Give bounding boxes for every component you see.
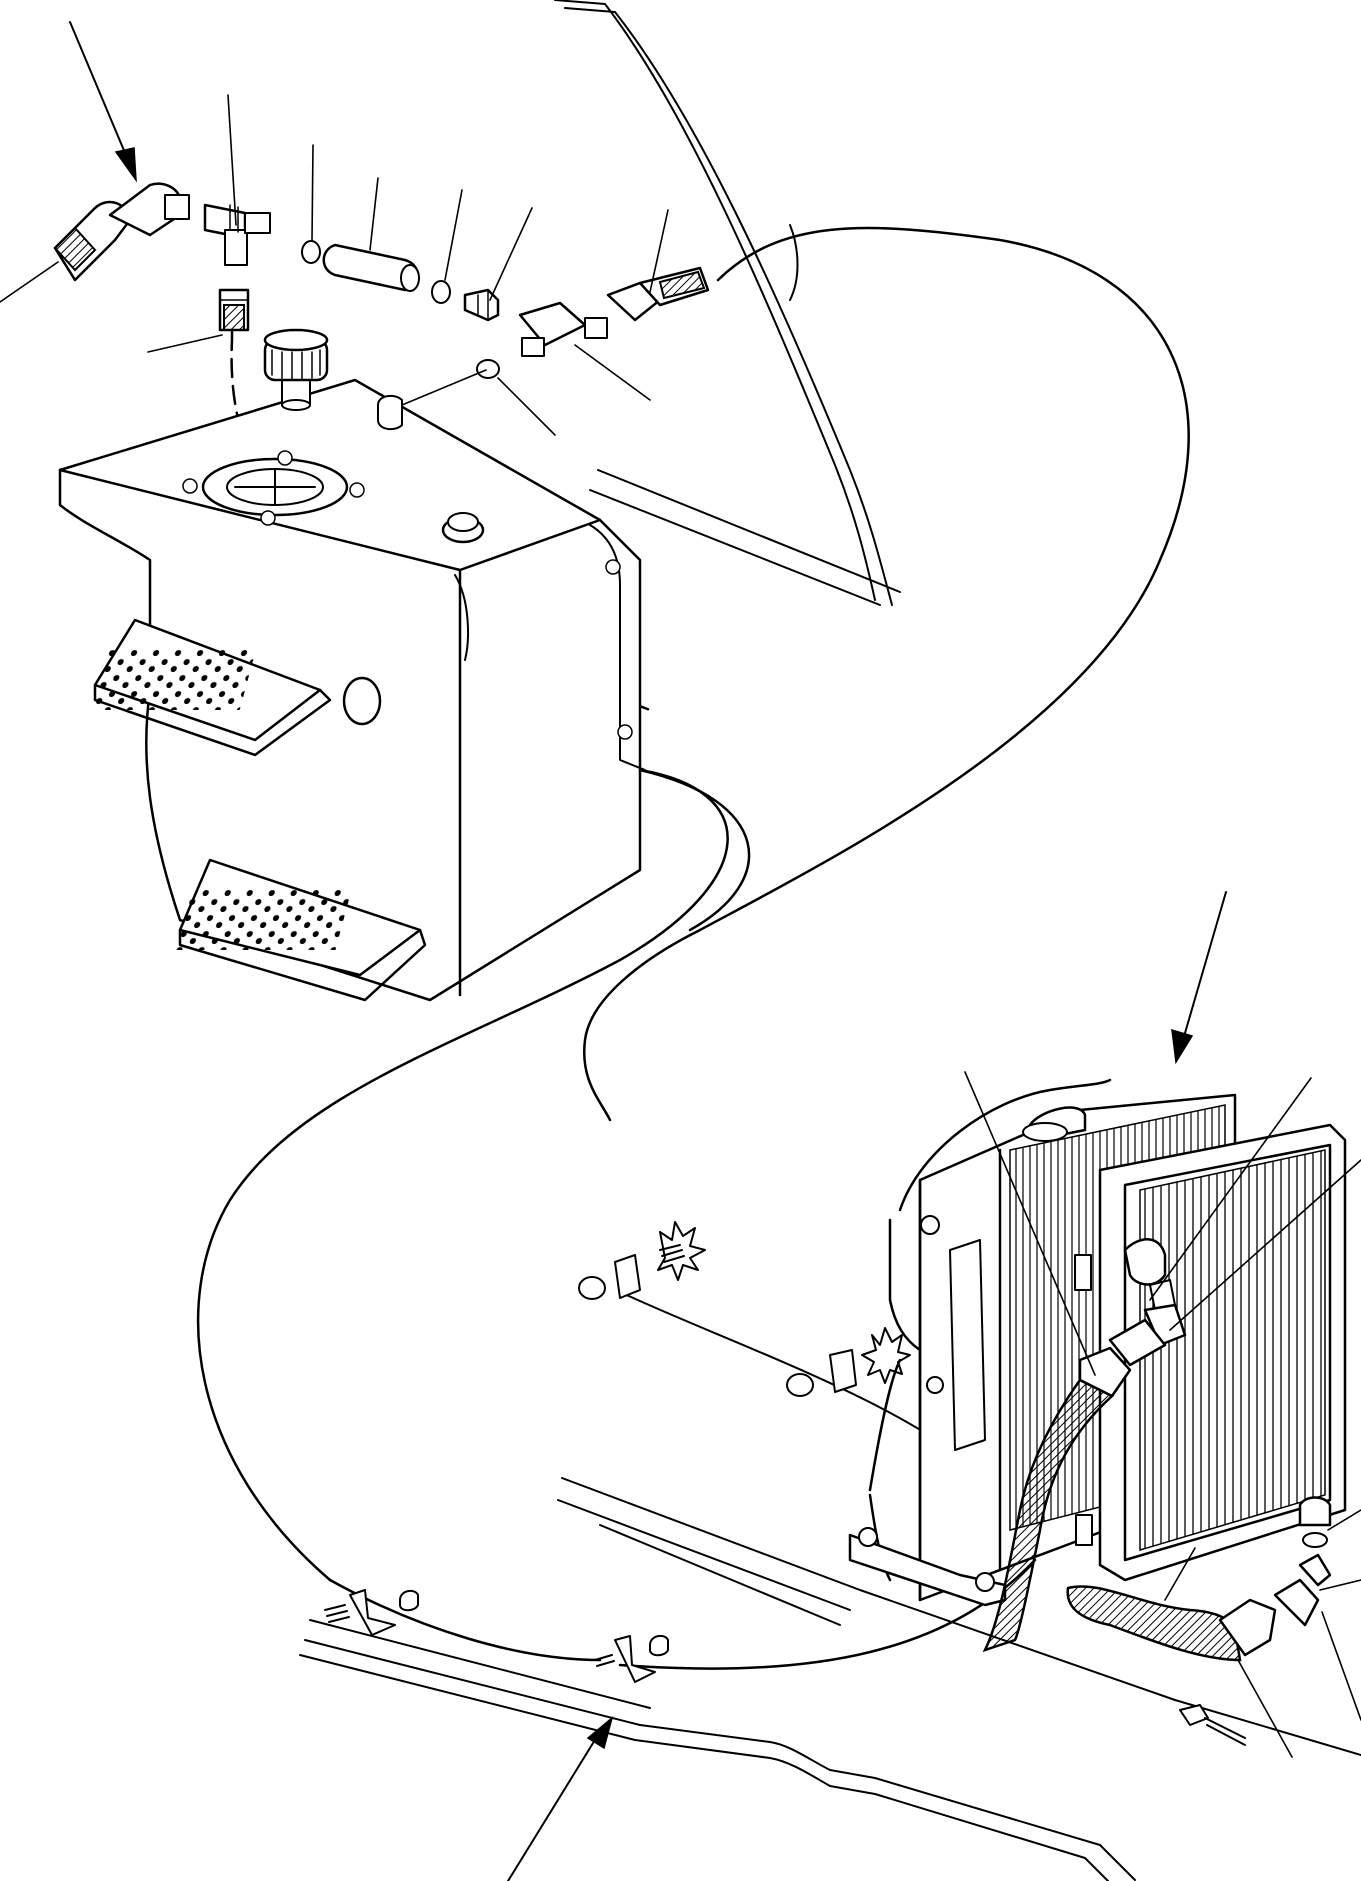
leader-line xyxy=(1237,1659,1293,1758)
pointer-arrows xyxy=(69,21,1227,1881)
leader-line xyxy=(401,369,487,406)
leader-line xyxy=(147,334,223,353)
cooler-top-fitting xyxy=(1108,1238,1187,1367)
bolt-and-nut xyxy=(1179,1704,1246,1746)
clamp-lower-right xyxy=(594,1634,669,1683)
leader-line xyxy=(497,377,556,436)
leader-line xyxy=(1327,1509,1361,1531)
clamp-upper-left xyxy=(578,1221,706,1300)
leader-line xyxy=(227,94,237,226)
arrow-to-elbow-fitting xyxy=(69,21,137,183)
arrow-to-radiator xyxy=(1171,891,1227,1065)
radiator-assembly xyxy=(848,1078,1347,1607)
leader-line xyxy=(649,209,669,293)
leader-line xyxy=(489,207,533,301)
clamp-upper-right xyxy=(786,1327,911,1397)
leader-line xyxy=(1169,1159,1361,1331)
filler-cap xyxy=(263,328,329,411)
tank-sight-glass xyxy=(342,676,382,726)
upper-step xyxy=(89,618,332,757)
cooler-hoses xyxy=(982,1346,1332,1662)
leader-line xyxy=(444,189,463,281)
leader-line xyxy=(574,344,651,401)
elbow-nut xyxy=(164,194,190,220)
leader-line xyxy=(311,144,314,241)
lower-step xyxy=(175,858,427,1002)
leader-line xyxy=(1319,1579,1361,1591)
o-ring-2 xyxy=(431,280,451,304)
leader-line xyxy=(1149,1077,1312,1301)
hose-clamps xyxy=(324,1221,1246,1746)
leader-line xyxy=(964,1071,1096,1376)
arrow-to-clamp xyxy=(507,1715,614,1881)
upper-fittings-chain xyxy=(53,182,710,379)
clamp-lower-left xyxy=(324,1589,419,1636)
leader-line xyxy=(1164,1547,1196,1601)
o-ring-1 xyxy=(301,240,321,264)
adapter-fitting xyxy=(463,288,500,322)
leader-line xyxy=(369,177,379,251)
leader-line xyxy=(1321,1611,1361,1721)
leader-line xyxy=(0,261,59,303)
machine-frame-background xyxy=(299,0,1361,1881)
fuel-tank-assembly xyxy=(58,378,646,1002)
tank-port-fitting xyxy=(377,394,403,431)
callout-leaders xyxy=(0,94,1361,1758)
o-ring-3 xyxy=(476,359,500,379)
